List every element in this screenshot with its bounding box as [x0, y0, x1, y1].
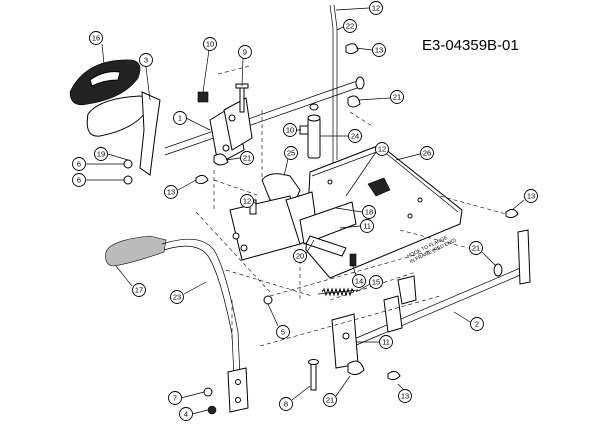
handle-lever [105, 235, 249, 413]
callout-label: 18 [365, 208, 373, 217]
callout-label: 16 [92, 34, 100, 43]
callout-label: 25 [287, 149, 295, 158]
callout-14: 14 [351, 263, 366, 288]
callout-label: 10 [286, 126, 294, 135]
callout-13-d: 13 [397, 383, 412, 403]
callout-label: 14 [355, 277, 363, 286]
callout-20: 20 [293, 239, 315, 263]
callout-label: 17 [135, 286, 143, 295]
hardware [123, 43, 519, 415]
callout-label: 13 [375, 46, 383, 55]
callout-10: 10 [202, 37, 217, 93]
lower-shaft [331, 229, 531, 369]
callouts: 12 13 22 16 10 9 3 21 1 10 24 19 21 26 1… [72, 1, 538, 421]
callout-label: 26 [423, 149, 431, 158]
callout-label: 3 [144, 56, 148, 65]
callout-label: 11 [382, 338, 390, 347]
callout-label: 10 [206, 40, 214, 49]
callout-label: 21 [326, 396, 334, 405]
callout-label: 12 [378, 145, 386, 154]
pivot-bracket [209, 97, 253, 165]
callout-label: 15 [372, 278, 380, 287]
callout-24: 24 [320, 129, 362, 143]
callout-label: 13 [167, 188, 175, 197]
callout-12-c: 12 [240, 194, 257, 208]
callout-label: 4 [184, 410, 188, 419]
callout-5: 5 [267, 303, 290, 339]
document-code: E3-04359B-01 [422, 37, 519, 54]
construction-lines [195, 65, 507, 347]
callout-7: 7 [168, 391, 205, 405]
callout-10-b: 10 [283, 123, 301, 137]
callout-label: 21 [243, 154, 251, 163]
callout-11: 11 [339, 219, 374, 233]
callout-16: 16 [89, 31, 105, 65]
callout-label: 19 [97, 150, 105, 159]
callout-label: 7 [173, 394, 177, 403]
spacer-sleeve [307, 103, 321, 159]
callout-1: 1 [173, 111, 211, 131]
callout-label: 8 [284, 400, 288, 409]
callout-3: 3 [139, 53, 153, 101]
foot-pedal [69, 59, 161, 176]
callout-6: 6 [72, 157, 124, 171]
callout-23: 23 [170, 281, 207, 304]
callout-21-c: 21 [469, 241, 497, 267]
callout-label: 24 [351, 132, 359, 141]
callout-11-b: 11 [356, 335, 393, 349]
callout-15: 15 [355, 275, 383, 293]
callout-label: 20 [296, 252, 304, 261]
callout-21: 21 [357, 90, 404, 104]
callout-18: 18 [335, 205, 376, 219]
callout-17: 17 [115, 265, 146, 297]
callout-6-b: 6 [72, 173, 124, 187]
callout-label: 1 [178, 114, 182, 123]
callout-25: 25 [283, 146, 298, 177]
callout-label: 5 [281, 328, 285, 337]
callout-12-b: 12 [345, 142, 389, 197]
shoulder-bolt [308, 359, 319, 391]
callout-21-d: 21 [323, 375, 351, 407]
callout-label: 9 [243, 48, 247, 57]
callout-13-c: 13 [511, 189, 538, 211]
callout-label: 12 [243, 197, 251, 206]
callout-label: 23 [173, 293, 181, 302]
parts-illustration: HOOK TO FLANGE IN FRAME (RED END) [69, 4, 531, 415]
callout-9: 9 [238, 45, 252, 87]
callout-19: 19 [94, 147, 129, 161]
callout-label: 2 [475, 320, 479, 329]
callout-label: 21 [472, 244, 480, 253]
callout-8: 8 [279, 385, 311, 411]
callout-label: 12 [372, 4, 380, 13]
callout-label: 6 [77, 176, 81, 185]
callout-label: 21 [393, 93, 401, 102]
callout-13-b: 13 [164, 179, 197, 199]
callout-22: 22 [336, 19, 357, 33]
callout-label: 13 [401, 392, 409, 401]
callout-12: 12 [335, 1, 383, 15]
callout-4: 4 [179, 407, 209, 421]
center-bracket [229, 173, 357, 261]
upper-shaft [164, 76, 365, 156]
callout-label: 11 [363, 222, 371, 231]
callout-label: 13 [527, 192, 535, 201]
callout-2: 2 [453, 311, 484, 331]
control-rod [319, 4, 338, 187]
callout-13: 13 [355, 43, 386, 57]
callout-26: 26 [395, 146, 434, 161]
callout-21-b: 21 [225, 151, 254, 165]
callout-label: 22 [346, 22, 354, 31]
callout-label: 6 [77, 160, 81, 169]
